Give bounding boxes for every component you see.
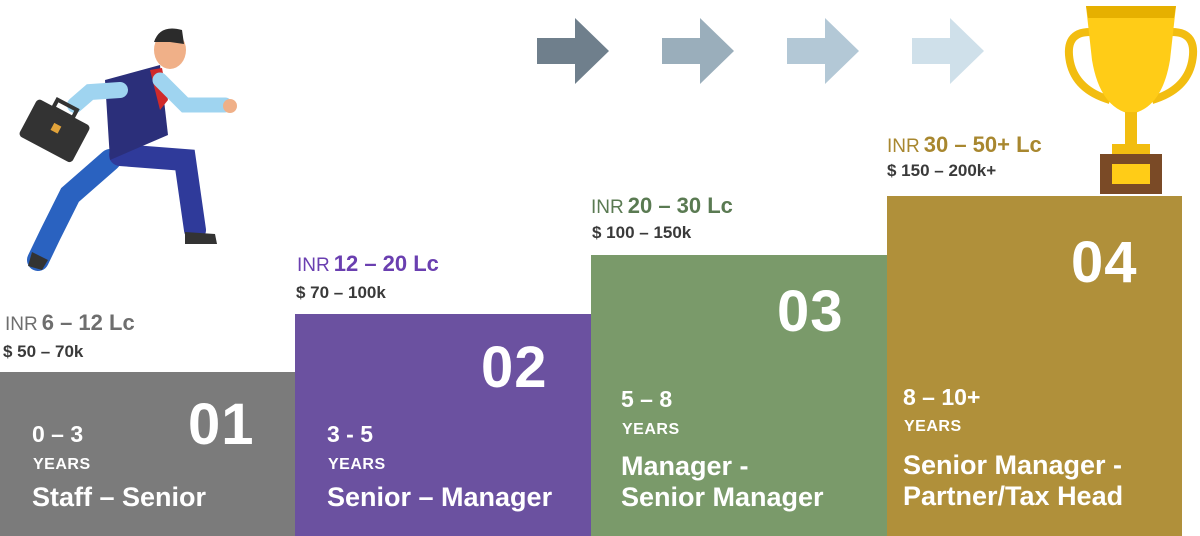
step-number: 01 <box>188 392 255 457</box>
years-range: 5 – 8 <box>621 386 673 412</box>
role-title: Senior – Manager <box>327 482 553 512</box>
usd-salary-4: $ 150 – 200k+ <box>887 161 997 180</box>
role-title: Manager - Senior Manager <box>621 451 824 513</box>
inr-value: 30 – 50+ Lc <box>923 132 1042 157</box>
step-block-2: 02 3 - 5 YEARS Senior – Manager <box>295 314 591 536</box>
running-businessman-illustration <box>19 28 237 271</box>
step-background <box>887 196 1182 536</box>
inr-value: 20 – 30 Lc <box>627 193 733 218</box>
inr-prefix: INR <box>5 314 38 335</box>
inr-prefix: INR <box>887 136 920 157</box>
years-range: 3 - 5 <box>327 421 374 447</box>
inr-value: 12 – 20 Lc <box>333 251 439 276</box>
arrow-right-icon <box>662 18 734 84</box>
years-label: YEARS <box>33 456 91 473</box>
usd-salary-2: $ 70 – 100k <box>296 283 386 302</box>
step-block-1: 01 0 – 3 YEARS Staff – Senior <box>0 372 295 536</box>
arrow-right-icon <box>537 18 609 84</box>
arrow-right-icon <box>787 18 859 84</box>
years-label: YEARS <box>904 418 962 435</box>
step-block-3: 03 5 – 8 YEARS Manager - Senior Manager <box>591 255 887 536</box>
usd-salary-1: $ 50 – 70k <box>3 342 84 361</box>
years-label: YEARS <box>328 456 386 473</box>
inr-prefix: INR <box>297 255 330 276</box>
step-number: 04 <box>1071 230 1138 295</box>
arrow-right-icon <box>912 18 984 84</box>
step-block-4: 04 8 – 10+ YEARS Senior Manager - Partne… <box>887 196 1182 536</box>
role-title: Senior Manager - Partner/Tax Head <box>903 450 1124 512</box>
step-background <box>295 314 591 536</box>
role-title: Staff – Senior <box>32 482 207 512</box>
trophy-icon <box>1065 6 1197 194</box>
step-number: 03 <box>777 279 844 344</box>
inr-value: 6 – 12 Lc <box>41 310 135 335</box>
usd-salary-3: $ 100 – 150k <box>592 223 692 242</box>
inr-prefix: INR <box>591 197 624 218</box>
step-background <box>0 372 295 536</box>
step-number: 02 <box>481 335 548 400</box>
years-range: 0 – 3 <box>32 421 84 447</box>
step-background <box>591 255 887 536</box>
years-range: 8 – 10+ <box>903 384 981 410</box>
years-label: YEARS <box>622 421 680 438</box>
